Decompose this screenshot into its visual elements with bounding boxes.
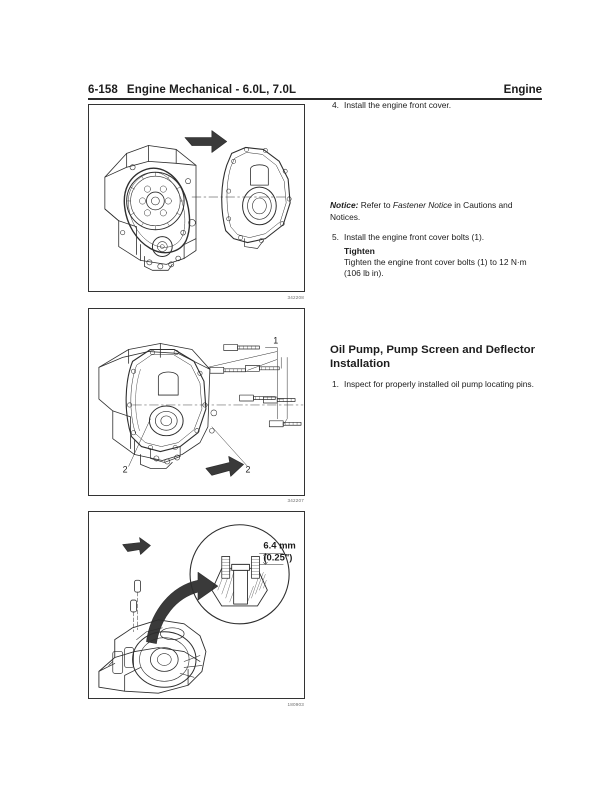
dimension-imperial-label: (0.25") (263, 551, 292, 562)
magnified-detail-circle (189, 524, 290, 625)
figure-front-cover-bolts: 1 2 2 342207 (88, 307, 305, 505)
detail-pointer-arrow (146, 572, 219, 644)
section-hatching (213, 569, 267, 603)
oil-pump-step-1-text: Inspect for properly installed oil pump … (344, 378, 534, 389)
step-5-number: 5. (332, 232, 339, 243)
callout-label-2a: 2 (123, 464, 128, 474)
oil-pump-step-1-number: 1. (332, 378, 339, 389)
tighten-label: Tighten (344, 245, 375, 256)
header-running-head: Engine (503, 84, 542, 96)
step-4-number: 4. (332, 100, 339, 110)
figure-frame: 1 2 2 (88, 307, 305, 496)
timing-chain (123, 167, 191, 254)
tighten-text: Tighten the engine front cover bolts (1)… (344, 256, 527, 279)
engine-block-lower (98, 619, 207, 694)
oil-pump-step-1: 1. Inspect for properly installed oil pu… (330, 379, 542, 390)
column-spacer (330, 114, 542, 200)
notice-text-after: in Cautions and Notices. (330, 200, 513, 222)
step-4: 4. Install the engine front cover. (330, 100, 542, 111)
install-arrow-icon (122, 537, 151, 555)
step-5-body: Install the engine front cover bolts (1)… (344, 232, 542, 279)
notice-emphasis: Fastener Notice (392, 200, 452, 211)
page-header: 6-158 Engine Mechanical - 6.0L, 7.0L Engi… (88, 74, 542, 100)
engine-front-cover (221, 146, 292, 249)
figure-engine-front-cover-install: 342208 (88, 104, 305, 301)
callout-1-leaders (207, 346, 288, 425)
block-bolt-bosses (120, 164, 196, 270)
pickup-tube (108, 647, 134, 674)
figure-column: 342208 (88, 104, 305, 715)
figure-id-label: 180903 (287, 701, 304, 707)
install-arrow-icon (184, 130, 228, 153)
notice-text-before: Refer to (358, 200, 393, 211)
camshaft-sprocket (126, 171, 185, 231)
step-5-text: Install the engine front cover bolts (1)… (344, 232, 485, 243)
oil-pump-section-heading: Oil Pump, Pump Screen and Deflector Inst… (330, 344, 536, 371)
step-5: 5. Install the engine front cover bolts … (330, 232, 542, 279)
figure-id-label: 342208 (287, 294, 304, 300)
figure-frame (88, 104, 305, 292)
oil-pump-housing (132, 627, 197, 688)
column-spacer (330, 282, 542, 344)
callout-label-2b: 2 (246, 464, 251, 474)
fastener-notice: Notice: Refer to Fastener Notice in Caut… (330, 200, 542, 223)
dimension-metric-label: 6.4 mm (263, 540, 295, 551)
front-cover-face (125, 348, 218, 464)
crankshaft-sprocket (151, 236, 173, 257)
oil-pump-locating-pins (130, 579, 141, 632)
page-number: 6-158 (88, 84, 118, 96)
header-section-label: 6-158 Engine Mechanical - 6.0L, 7.0L (88, 84, 296, 96)
callout-label-1: 1 (273, 335, 278, 345)
header-section-title: Engine Mechanical - 6.0L, 7.0L (126, 84, 297, 96)
callout-2-leaders (128, 418, 248, 467)
figure-frame: 6.4 mm (0.25") (88, 511, 305, 699)
step-4-text: Install the engine front cover. (344, 100, 452, 110)
dimension-callout-lines (259, 553, 284, 565)
figure-id-label: 342207 (287, 498, 304, 503)
instruction-column: 4. Install the engine front cover. Notic… (330, 100, 542, 393)
notice-label: Notice: (330, 200, 359, 211)
figure-oil-pump-locating-pins: 6.4 mm (0.25") 180903 (88, 511, 305, 708)
install-arrow-icon (205, 455, 244, 477)
